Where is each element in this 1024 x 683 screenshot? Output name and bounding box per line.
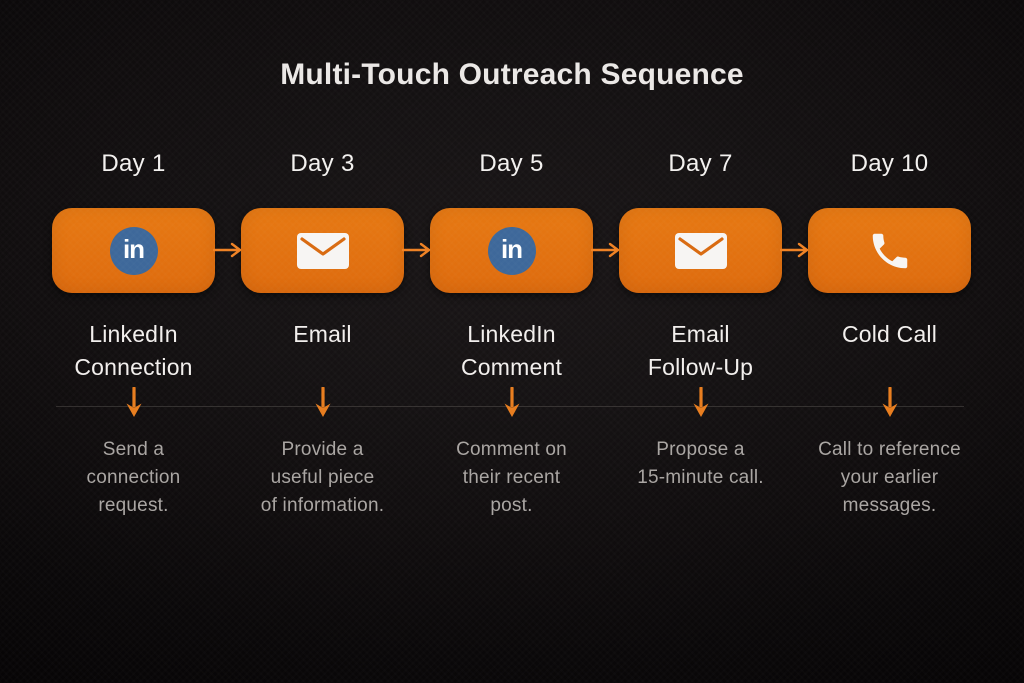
- right-arrow-icon: [213, 242, 242, 258]
- day-label: Day 10: [850, 150, 929, 177]
- day-labels-row: Day 1 Day 3 Day 5 Day 7 Day 10: [39, 150, 984, 178]
- down-arrow-icon: [126, 387, 141, 417]
- step-box-linkedin-connection: in: [52, 208, 215, 293]
- step-label: Cold Call: [841, 321, 938, 347]
- step-label: LinkedIn Comment: [460, 321, 563, 380]
- down-arrow-icon: [882, 387, 897, 417]
- linkedin-icon-glyph: in: [122, 234, 145, 264]
- step-label: Email: [293, 321, 352, 347]
- step-box-email-followup: [619, 208, 782, 293]
- down-arrow-icon: [693, 387, 708, 417]
- step-description: Propose a 15-minute call.: [637, 439, 764, 488]
- step-description: Comment on their recent post.: [456, 439, 567, 516]
- step-label: LinkedIn Connection: [74, 321, 193, 380]
- right-arrow-icon: [780, 242, 809, 258]
- down-arrow-icon: [315, 387, 330, 417]
- email-icon: [296, 232, 349, 269]
- day-label: Day 3: [290, 150, 355, 177]
- day-label: Day 5: [479, 150, 544, 177]
- page-title: Multi-Touch Outreach Sequence: [280, 58, 744, 91]
- linkedin-icon: in: [109, 226, 158, 275]
- phone-icon: [872, 233, 907, 268]
- step-boxes-row: in in: [39, 208, 984, 293]
- linkedin-icon: in: [487, 226, 536, 275]
- step-descriptions-row: Send a connection request. Provide a use…: [39, 436, 984, 520]
- step-box-email: [241, 208, 404, 293]
- right-arrow-icon: [402, 242, 431, 258]
- linkedin-icon-glyph: in: [500, 234, 523, 264]
- step-box-cold-call: [808, 208, 971, 293]
- step-labels-row: LinkedIn Connection Email LinkedIn Comme…: [39, 318, 984, 384]
- step-label: Email Follow-Up: [647, 321, 754, 380]
- down-arrow-icon: [504, 387, 519, 417]
- down-arrows-row: [39, 387, 984, 419]
- step-box-linkedin-comment: in: [430, 208, 593, 293]
- step-description: Provide a useful piece of information.: [260, 439, 385, 516]
- step-description: Send a connection request.: [86, 439, 181, 516]
- step-description: Call to reference your earlier messages.: [818, 439, 961, 516]
- email-icon: [674, 232, 727, 269]
- day-label: Day 1: [101, 150, 166, 177]
- right-arrow-icon: [591, 242, 620, 258]
- day-label: Day 7: [668, 150, 733, 177]
